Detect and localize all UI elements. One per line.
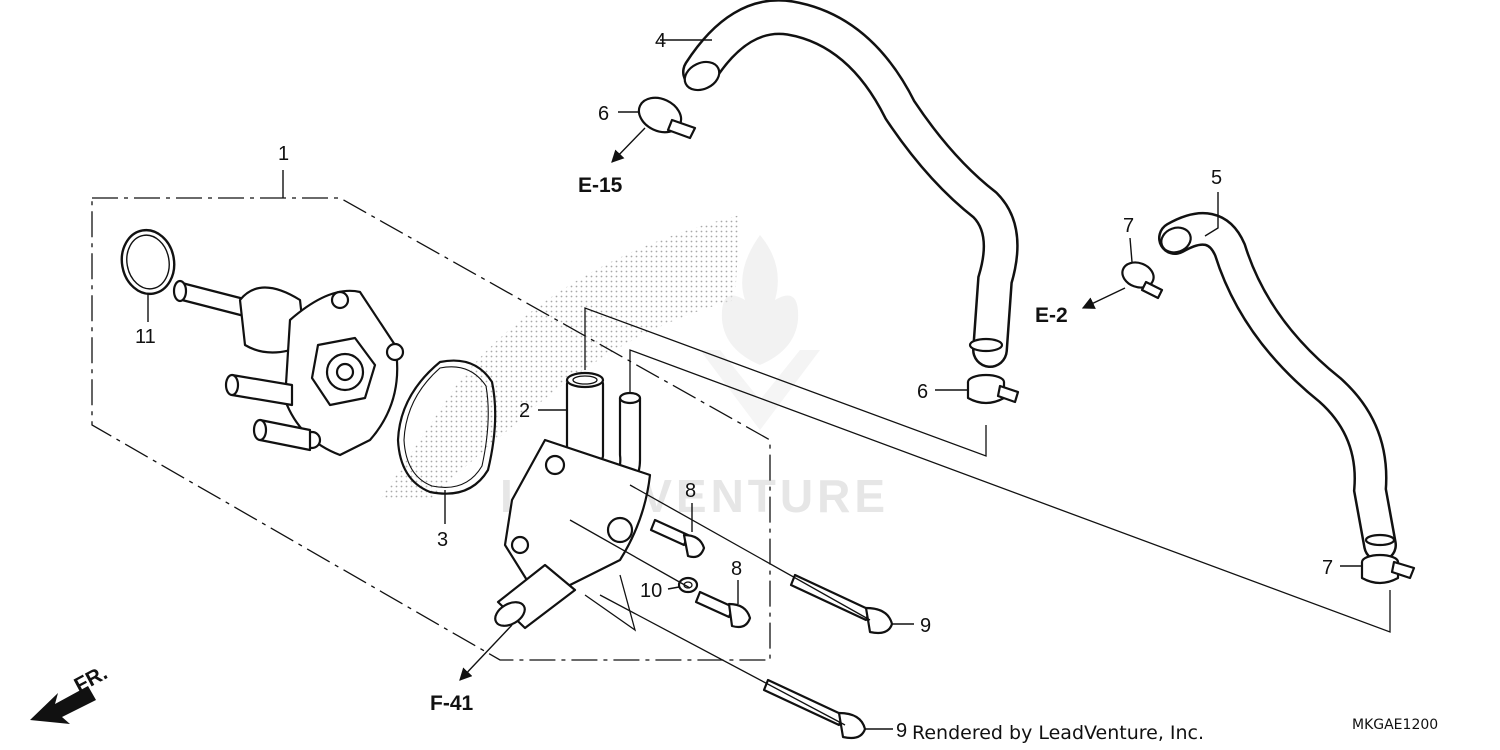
reference-arrow-icon — [611, 127, 646, 163]
reference-f41: F-41 — [430, 692, 474, 715]
callout-7-lower: 7 — [1322, 557, 1333, 579]
hose-part-4 — [660, 0, 1019, 368]
callout-6-lower: 6 — [917, 381, 928, 403]
callout-11: 11 — [135, 326, 156, 348]
callout-5: 5 — [1211, 167, 1222, 189]
clamp-part-7-upper — [1121, 237, 1164, 300]
bolt-part-8-upper — [649, 503, 706, 559]
callout-2: 2 — [519, 400, 530, 422]
clamp-part-6-upper — [618, 96, 697, 140]
water-pump-part-1 — [172, 170, 405, 457]
front-marker: FR. — [71, 661, 112, 697]
reference-e15: E-15 — [578, 174, 623, 197]
washer-part-10 — [667, 576, 699, 594]
bolt-part-9-upper — [789, 573, 914, 635]
hose-part-5 — [1158, 192, 1397, 562]
callout-6-upper: 6 — [598, 103, 609, 125]
reference-arrow-icon — [459, 624, 513, 681]
callout-8-upper: 8 — [685, 480, 696, 502]
reference-e2: E-2 — [1035, 304, 1068, 327]
callout-8-lower: 8 — [731, 558, 742, 580]
pump-cover-part-2 — [494, 371, 652, 632]
callout-7-upper: 7 — [1123, 215, 1134, 237]
diagram-code: MKGAE1200 — [1352, 717, 1438, 733]
callout-9-upper: 9 — [920, 615, 931, 637]
callout-9-lower: 9 — [896, 720, 907, 742]
render-credit: Rendered by LeadVenture, Inc. — [912, 722, 1204, 744]
o-ring-part-11 — [120, 228, 176, 322]
bolt-part-9-lower — [762, 678, 893, 740]
callout-3: 3 — [437, 529, 448, 551]
callout-10: 10 — [640, 580, 662, 602]
front-direction-arrow-icon — [30, 686, 96, 724]
watermark-flame-logo-icon — [700, 235, 820, 430]
assembly-outline — [91, 197, 771, 661]
callout-4: 4 — [655, 30, 666, 52]
reference-arrow-icon — [1081, 287, 1126, 309]
bolt-part-8-lower — [694, 580, 752, 629]
clamp-part-6-lower — [935, 373, 1020, 405]
gasket-part-3 — [396, 359, 497, 524]
clamp-part-7-lower — [1340, 553, 1416, 585]
callout-1: 1 — [278, 143, 289, 165]
assembly-lines — [569, 307, 1391, 726]
